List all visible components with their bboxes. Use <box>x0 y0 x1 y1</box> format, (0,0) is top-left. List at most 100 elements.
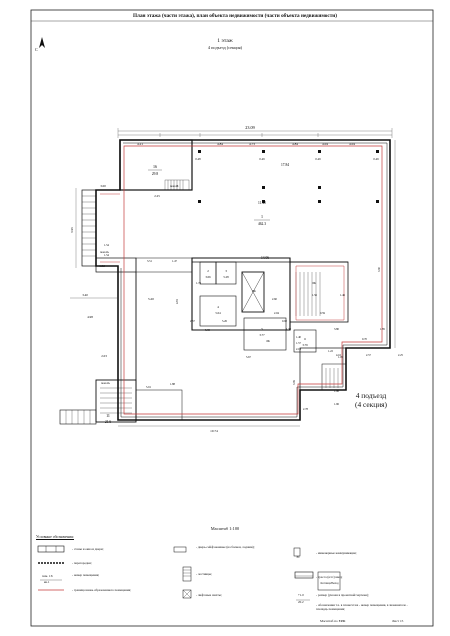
small-dim: 1.54 <box>104 244 109 247</box>
small-dim: 1.05 <box>338 356 343 359</box>
stamp-bottom-center: Масштаб по ЕРЖ <box>320 619 346 623</box>
room-label-6: 6 3.79 <box>302 337 308 347</box>
room-tag: пом.4А <box>100 251 109 254</box>
room-label-1: 1 462.3 <box>254 214 270 226</box>
small-dim: 1.88 <box>170 383 175 386</box>
room-16-outline <box>119 139 193 191</box>
small-dim: 0.70 <box>362 338 367 341</box>
column-mark: 0.49 <box>259 157 265 161</box>
entrance-line2: (4 секция) <box>355 399 388 409</box>
dim-top: 4.84 <box>217 142 223 146</box>
dim-top: 4.21 <box>137 142 143 146</box>
room-tag: ЛК <box>312 282 316 285</box>
small-dim: 5.67 <box>246 356 251 359</box>
svg-text:2: 2 <box>207 269 209 273</box>
small-dim: 1.40 <box>296 336 301 339</box>
dim-top: 4.04 <box>349 142 355 146</box>
small-dim: 2.57 <box>190 320 195 323</box>
small-dim: 2.25 <box>398 354 403 357</box>
entrance-line1: 4 подъезд <box>355 391 387 400</box>
small-dim: 2.19 <box>296 348 301 351</box>
svg-text:4: 4 <box>217 305 219 309</box>
legend-item-notation: - обозначения т.х. в плане/этаж - номер … <box>316 603 408 611</box>
room-tag: пом.4А <box>101 382 110 385</box>
legend-title: Условные обозначения: <box>36 535 74 539</box>
svg-text:29.8: 29.8 <box>152 172 158 176</box>
legend-item-boundary: - граница вновь образованного помещения; <box>72 588 131 592</box>
dim-top: 4.73 <box>249 142 255 146</box>
room-tag: пом.4Б <box>170 185 179 188</box>
column-mark: 0.49 <box>315 157 321 161</box>
small-dim: 2.60 <box>272 298 277 301</box>
legend-sym-room-area: кв.1 <box>44 580 50 584</box>
side-dim: 2.25 <box>154 194 160 198</box>
small-dim: 3.51 <box>147 260 152 263</box>
stamp-bottom-right: Лист 15 <box>392 619 404 623</box>
svg-text:6: 6 <box>304 337 306 341</box>
overall-width-dim: 23.09 <box>245 125 254 130</box>
room-label-16: 16 29.8 <box>148 164 162 176</box>
floor-label: 1 этаж <box>217 38 233 44</box>
svg-text:3.06: 3.06 <box>205 275 211 279</box>
small-dim: 10.74 <box>210 429 218 433</box>
svg-text:3.79: 3.79 <box>302 343 308 347</box>
legend-item-doors: - дверь-сейф/оконные (на балкон, лоджии)… <box>196 545 255 549</box>
small-dim: 1.73 <box>196 282 201 285</box>
legend-sym-floor-mark: Эт. <box>296 555 301 559</box>
room-label-5: 5 3.77 <box>259 327 265 337</box>
svg-text:21.6: 21.6 <box>105 420 111 424</box>
small-dim: 3.90 <box>378 267 381 272</box>
room-label-3: 3 5.28 <box>223 269 229 279</box>
room-label-2: 2 3.06 <box>205 269 211 279</box>
dim-central: 17.84 <box>281 163 289 167</box>
side-dim: 4.98 <box>87 315 93 319</box>
column-mark: 0.48 <box>195 157 201 161</box>
svg-text:3: 3 <box>225 269 227 273</box>
small-dim: 1.56 <box>312 294 317 297</box>
lift-shaft <box>241 271 265 313</box>
legend-item-partitions: - перегородки; <box>72 561 92 565</box>
legend-item-route: - трасса (в/эт) ввод; <box>316 575 343 579</box>
legend-sym-stair-box: Лестница/Выход <box>320 582 339 585</box>
dim-top: 4.04 <box>322 142 328 146</box>
floor-sublabel: 4 подъезд (секция) <box>207 45 243 50</box>
small-dim: 5.20 <box>148 297 154 301</box>
svg-text:5.28: 5.28 <box>223 275 229 279</box>
small-dim: 1.47 <box>172 260 177 263</box>
legend-item-dimension: - размер (указан в проектной/чертеже); <box>316 593 369 597</box>
column-mark: 0.49 <box>373 157 379 161</box>
side-dim: 1.92 <box>99 264 105 268</box>
room-label-4: 4 5.04 <box>215 305 221 315</box>
dim-central: 14.06 <box>261 256 269 260</box>
small-dim: 4.81 <box>176 299 179 304</box>
legend-item-room-number: - номер помещения; <box>72 573 100 577</box>
legend-item-walls: - стены и окна и двери; <box>72 547 104 551</box>
svg-text:16: 16 <box>153 164 157 169</box>
small-dim: 2.78 <box>303 408 308 411</box>
small-dim: 1.39 <box>286 328 291 331</box>
scale-label: Масштаб 1:100 <box>210 526 240 531</box>
side-dim: 3.40 <box>82 293 88 297</box>
small-dim: 0.59 <box>320 312 325 315</box>
small-dim: 1.96 <box>334 403 339 406</box>
small-dim: 1.57 <box>296 342 301 345</box>
small-dim: 1.96 <box>334 390 339 393</box>
small-dim: 5.26 <box>222 320 227 323</box>
legend-item-lifts: - лифтовые шахты; <box>196 593 222 597</box>
room-tag: ЛК <box>266 340 270 343</box>
legend-sym-fraction-top: +1.0 <box>298 593 304 597</box>
entrance-label: 4 подъезд (4 секция) <box>355 391 388 409</box>
svg-text:3.77: 3.77 <box>259 333 265 337</box>
new-premises-boundary <box>123 145 383 415</box>
small-dim: 1.85 <box>380 328 385 331</box>
legend-item-utilities: - инженерные коммуникации; <box>316 551 357 555</box>
svg-text:5.04: 5.04 <box>215 311 221 315</box>
plan-title: План этажа (части этажа), план объекта н… <box>133 13 337 19</box>
north-arrow-icon: С <box>35 37 45 52</box>
side-dim: 6.96 <box>70 227 74 233</box>
small-dim: 1.54 <box>104 254 109 257</box>
room-label-11: 11 21.6 <box>105 413 111 424</box>
small-dim: 5.98 <box>205 329 210 332</box>
